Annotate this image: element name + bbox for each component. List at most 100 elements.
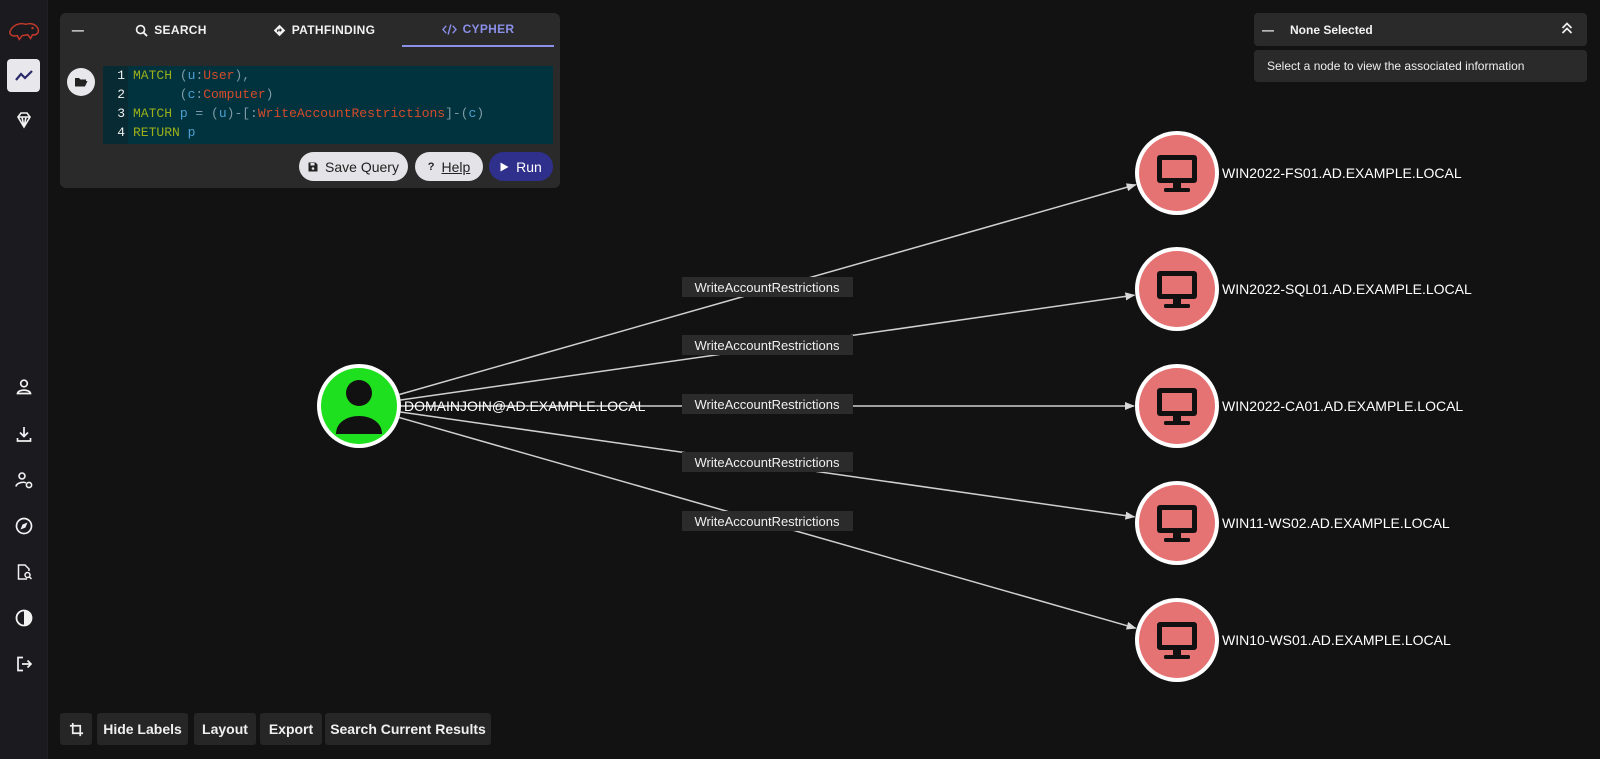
download-icon — [16, 426, 31, 442]
line-number-gutter — [103, 66, 128, 144]
help-button[interactable]: ? Help — [415, 152, 483, 181]
edge-label-background — [682, 277, 853, 297]
edge-label[interactable]: WriteAccountRestrictions — [695, 514, 840, 529]
hide-labels-label: Hide Labels — [103, 721, 182, 737]
layout-label: Layout — [202, 721, 248, 737]
query-tabs: — SEARCH PATHFINDING CYPHER — [60, 13, 560, 47]
download-nav-button[interactable] — [7, 417, 40, 450]
edge-label[interactable]: WriteAccountRestrictions — [695, 280, 840, 295]
play-icon — [500, 162, 509, 171]
computer-icon — [1157, 271, 1197, 308]
line-number: 4 — [117, 125, 125, 140]
gem-nav-button[interactable] — [7, 103, 40, 136]
collapse-label: — — [71, 23, 85, 37]
entity-info-panel: — None Selected Select a node to view th… — [1254, 13, 1587, 82]
computer-node[interactable]: WIN11-WS02.AD.EXAMPLE.LOCAL — [1135, 481, 1450, 565]
computer-node-label: WIN2022-CA01.AD.EXAMPLE.LOCAL — [1222, 398, 1463, 414]
tab-cypher[interactable]: CYPHER — [402, 13, 554, 47]
tab-pathfinding-label: PATHFINDING — [291, 23, 376, 37]
fit-to-screen-button[interactable] — [60, 713, 92, 745]
logout-nav-button[interactable] — [7, 647, 40, 680]
user-node-label: DOMAINJOIN@AD.EXAMPLE.LOCAL — [404, 398, 646, 414]
crop-icon — [69, 722, 83, 736]
computer-node-label: WIN11-WS02.AD.EXAMPLE.LOCAL — [1222, 515, 1450, 531]
file-search-icon — [17, 563, 32, 580]
search-current-results-label: Search Current Results — [330, 721, 486, 737]
help-label: Help — [441, 158, 471, 175]
theme-toggle-button[interactable] — [7, 601, 40, 634]
file-search-nav-button[interactable] — [7, 555, 40, 588]
computer-node-label: WIN2022-FS01.AD.EXAMPLE.LOCAL — [1222, 165, 1462, 181]
logout-icon — [16, 656, 32, 671]
export-button[interactable]: Export — [260, 713, 322, 745]
computer-node[interactable]: WIN10-WS01.AD.EXAMPLE.LOCAL — [1135, 598, 1451, 682]
edge-label-background — [682, 452, 853, 472]
info-panel-message: Select a node to view the associated inf… — [1267, 59, 1525, 73]
search-current-results-button[interactable]: Search Current Results — [325, 713, 491, 745]
layout-button[interactable]: Layout — [194, 713, 256, 745]
computer-node[interactable]: WIN2022-FS01.AD.EXAMPLE.LOCAL — [1135, 131, 1462, 215]
tab-search-label: SEARCH — [154, 23, 207, 37]
explore-nav-button[interactable] — [7, 59, 40, 92]
edge-label-background — [682, 394, 853, 414]
expand-chevron-icon[interactable] — [1561, 21, 1573, 38]
code-line: 2 (c:Computer) — [103, 85, 273, 104]
info-panel-body: Select a node to view the associated inf… — [1254, 50, 1587, 82]
folder-open-icon — [75, 78, 88, 87]
gem-icon — [16, 111, 31, 129]
saved-queries-button[interactable] — [67, 68, 95, 96]
info-panel-title: None Selected — [1290, 22, 1373, 37]
user-icon — [336, 380, 382, 434]
save-query-button[interactable]: Save Query — [299, 152, 408, 181]
save-query-label: Save Query — [325, 158, 399, 175]
computer-node-label: WIN10-WS01.AD.EXAMPLE.LOCAL — [1222, 632, 1451, 648]
compass-icon — [15, 517, 32, 534]
code-icon — [441, 23, 457, 35]
tab-pathfinding[interactable]: PATHFINDING — [246, 13, 402, 47]
trend-line-icon — [14, 69, 33, 81]
search-icon — [135, 24, 148, 37]
user-gear-icon — [14, 471, 32, 488]
question-mark-icon: ? — [427, 160, 435, 173]
computer-node-label: WIN2022-SQL01.AD.EXAMPLE.LOCAL — [1222, 281, 1472, 297]
computer-icon — [1157, 388, 1197, 425]
computer-node[interactable]: WIN2022-CA01.AD.EXAMPLE.LOCAL — [1135, 364, 1463, 448]
edge-label[interactable]: WriteAccountRestrictions — [695, 455, 840, 470]
contrast-icon — [15, 609, 32, 626]
computer-icon — [1157, 155, 1197, 192]
run-query-button[interactable]: Run — [489, 152, 553, 181]
user-settings-nav-button[interactable] — [7, 463, 40, 496]
run-label: Run — [516, 158, 542, 175]
compass-nav-button[interactable] — [7, 509, 40, 542]
tab-search[interactable]: SEARCH — [96, 13, 246, 47]
user-nav-button[interactable] — [7, 370, 40, 403]
collapse-info-icon[interactable]: — — [1262, 22, 1274, 37]
computer-node[interactable]: WIN2022-SQL01.AD.EXAMPLE.LOCAL — [1135, 247, 1472, 331]
floppy-disk-icon — [308, 162, 318, 171]
computer-icon — [1157, 505, 1197, 542]
line-number: 2 — [117, 87, 125, 102]
export-label: Export — [268, 721, 314, 737]
line-number: 1 — [117, 68, 125, 83]
bloodhound-logo-icon[interactable] — [6, 13, 42, 46]
directions-icon — [273, 24, 285, 36]
edge-label-background — [682, 335, 853, 355]
edge-label[interactable]: WriteAccountRestrictions — [695, 338, 840, 353]
collapse-panel-button[interactable]: — — [60, 13, 96, 47]
computer-icon — [1157, 622, 1197, 659]
edge-label-background — [682, 511, 853, 531]
left-nav — [0, 0, 48, 759]
edge-label[interactable]: WriteAccountRestrictions — [695, 397, 840, 412]
tab-cypher-label: CYPHER — [462, 22, 515, 36]
info-panel-header: — None Selected — [1254, 13, 1587, 46]
hide-labels-button[interactable]: Hide Labels — [97, 713, 188, 745]
user-icon — [16, 378, 31, 394]
user-node[interactable]: DOMAINJOIN@AD.EXAMPLE.LOCAL — [317, 364, 646, 448]
line-number: 3 — [117, 106, 125, 121]
